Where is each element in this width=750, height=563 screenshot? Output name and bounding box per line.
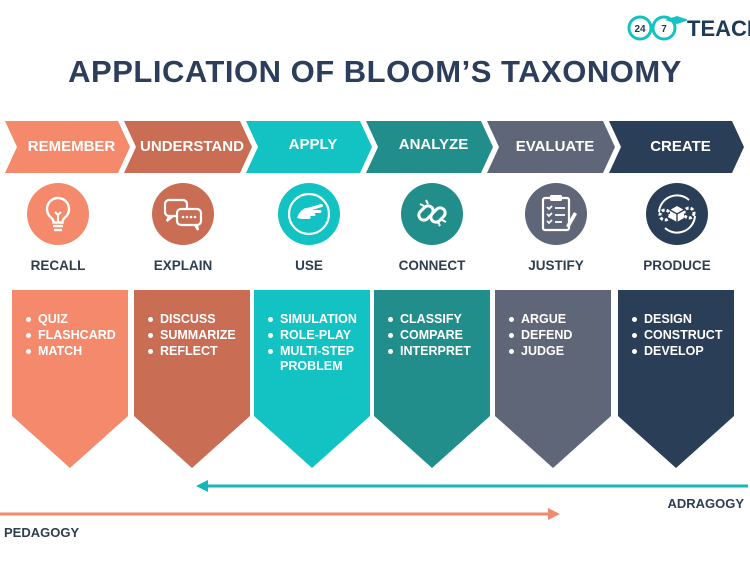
activity-item: CLASSIFY	[386, 312, 488, 327]
activity-item: CONSTRUCT	[630, 328, 732, 343]
activity-item: MULTI-STEP PROBLEM	[266, 344, 368, 374]
activity-item: DESIGN	[630, 312, 732, 327]
logo-num-a: 24	[634, 24, 646, 35]
adragogy-label: ADRAGOGY	[667, 496, 744, 511]
activity-item: MATCH	[24, 344, 126, 359]
chevron-apply	[246, 121, 372, 173]
activity-item: DISCUSS	[146, 312, 248, 327]
verb-produce: PRODUCE	[643, 258, 711, 273]
speech-bubbles-icon	[151, 182, 215, 246]
pedagogy-label: PEDAGOGY	[4, 525, 80, 540]
activity-item: ROLE-PLAY	[266, 328, 368, 343]
activity-column-analyze	[374, 290, 490, 468]
activity-item: JUDGE	[507, 344, 609, 359]
verb-recall: RECALL	[30, 258, 86, 273]
activity-column-remember	[12, 290, 128, 468]
level-label-analyze: ANALYZE	[398, 136, 469, 153]
logo-mark: 24 7	[627, 15, 689, 41]
activity-item: ARGUE	[507, 312, 609, 327]
verb-use: USE	[295, 258, 323, 273]
pedagogy-arrow	[0, 508, 560, 520]
level-label-create: CREATE	[650, 138, 711, 155]
chevron-understand	[124, 121, 252, 173]
page-title: APPLICATION OF BLOOM’S TAXONOMY	[68, 54, 682, 89]
learning-direction-arrows	[0, 480, 748, 520]
level-label-understand: UNDERSTAND	[140, 138, 244, 155]
activity-item: QUIZ	[24, 312, 126, 327]
lightbulb-icon	[26, 182, 90, 246]
chevron-analyze	[366, 121, 493, 173]
activity-item: DEFEND	[507, 328, 609, 343]
taxonomy-chevron-band	[5, 121, 744, 173]
checklist-icon	[524, 182, 588, 246]
verb-explain: EXPLAIN	[153, 258, 213, 273]
level-label-evaluate: EVALUATE	[515, 138, 595, 155]
logo-text: TEACH	[687, 16, 750, 41]
gears-box-icon	[645, 182, 709, 246]
logo-num-b: 7	[661, 24, 667, 35]
activity-item: SIMULATION	[266, 312, 368, 327]
activity-item: REFLECT	[146, 344, 248, 359]
adragogy-arrow	[196, 480, 748, 492]
chevron-remember	[5, 121, 130, 173]
activity-column-understand	[134, 290, 250, 468]
activity-column-apply	[254, 290, 370, 468]
chevron-create	[609, 121, 744, 173]
activity-item: COMPARE	[386, 328, 488, 343]
activity-item: INTERPRET	[386, 344, 488, 359]
brand-logo: 24 7 TEACH	[627, 10, 750, 46]
level-label-apply: APPLY	[288, 136, 338, 153]
level-label-remember: REMEMBER	[27, 138, 116, 155]
activity-item: SUMMARIZE	[146, 328, 248, 343]
pointing-hand-icon	[277, 182, 341, 246]
activity-column-evaluate	[495, 290, 611, 468]
activity-item: FLASHCARD	[24, 328, 126, 343]
activity-item: DEVELOP	[630, 344, 732, 359]
verb-connect: CONNECT	[398, 258, 466, 273]
chevron-evaluate	[487, 121, 615, 173]
verb-justify: JUSTIFY	[528, 258, 584, 273]
activity-column-create	[618, 290, 734, 468]
broken-link-icon	[400, 182, 464, 246]
